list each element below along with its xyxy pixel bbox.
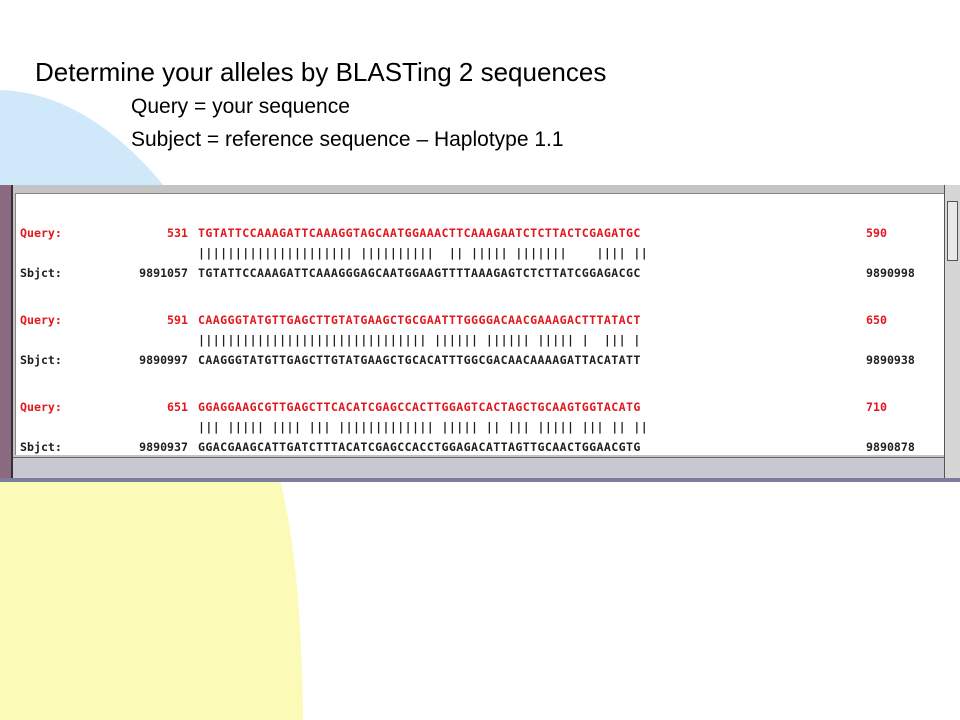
subject-row: Sbjct: 9891057 TGTATTCCAAAGATTCAAAGGGAGC… [16, 264, 945, 282]
subject-start: 9890997 [139, 353, 188, 367]
subject-end: 9890938 [866, 353, 915, 367]
query-end: 710 [866, 400, 887, 414]
match-row: ||| ||||| |||| ||| ||||||||||||| ||||| |… [16, 418, 945, 436]
query-start: 651 [167, 400, 188, 414]
subject-start: 9891057 [139, 266, 188, 280]
query-definition: Query = your sequence [131, 95, 350, 118]
blast-output-window: Query: 531 TGTATTCCAAAGATTCAAAGGTAGCAATG… [0, 185, 960, 482]
subject-row: Sbjct: 9890997 CAAGGGTATGTTGAGCTTGTATGAA… [16, 351, 945, 369]
match-row: ||||||||||||||||||||| |||||||||| || ||||… [16, 244, 945, 262]
match-line: ||||||||||||||||||||||||||||||| |||||| |… [198, 333, 641, 347]
query-sequence: GGAGGAAGCGTTGAGCTTCACATCGAGCCACTTGGAGTCA… [198, 400, 641, 414]
decorative-yellow-arc [0, 480, 303, 720]
window-bottom-bar [13, 457, 944, 478]
subject-end: 9890878 [866, 440, 915, 454]
query-sequence: TGTATTCCAAAGATTCAAAGGTAGCAATGGAAACTTCAAA… [198, 226, 641, 240]
subject-label: Sbjct: [20, 353, 62, 367]
subject-label: Sbjct: [20, 440, 62, 454]
query-start: 531 [167, 226, 188, 240]
query-end: 650 [866, 313, 887, 327]
slide-title: Determine your alleles by BLASTing 2 seq… [35, 57, 607, 87]
query-start: 591 [167, 313, 188, 327]
query-label: Query: [20, 400, 62, 414]
subject-row: Sbjct: 9890937 GGACGAAGCATTGATCTTTACATCG… [16, 438, 945, 456]
subject-sequence: TGTATTCCAAAGATTCAAAGGGAGCAATGGAAGTTTTAAA… [198, 266, 641, 280]
match-line: ||| ||||| |||| ||| ||||||||||||| ||||| |… [198, 420, 649, 434]
subject-sequence: GGACGAAGCATTGATCTTTACATCGAGCCACCTGGAGACA… [198, 440, 641, 454]
subject-definition: Subject = reference sequence – Haplotype… [131, 128, 564, 151]
alignment-panel: Query: 531 TGTATTCCAAAGATTCAAAGGTAGCAATG… [15, 193, 944, 455]
query-row: Query: 651 GGAGGAAGCGTTGAGCTTCACATCGAGCC… [16, 398, 945, 416]
query-label: Query: [20, 313, 62, 327]
subject-sequence: CAAGGGTATGTTGAGCTTGTATGAAGCTGCACATTTGGCG… [198, 353, 641, 367]
query-row: Query: 591 CAAGGGTATGTTGAGCTTGTATGAAGCTG… [16, 311, 945, 329]
query-end: 590 [866, 226, 887, 240]
query-row: Query: 531 TGTATTCCAAAGATTCAAAGGTAGCAATG… [16, 224, 945, 242]
query-label: Query: [20, 226, 62, 240]
query-sequence: CAAGGGTATGTTGAGCTTGTATGAAGCTGCGAATTTGGGG… [198, 313, 641, 327]
scrollbar-thumb[interactable] [947, 201, 958, 261]
match-line: ||||||||||||||||||||| |||||||||| || ||||… [198, 246, 649, 260]
subject-label: Sbjct: [20, 266, 62, 280]
subject-end: 9890998 [866, 266, 915, 280]
decorative-blue-arc [0, 90, 175, 200]
window-left-border [0, 185, 13, 478]
match-row: ||||||||||||||||||||||||||||||| |||||| |… [16, 331, 945, 349]
subject-start: 9890937 [139, 440, 188, 454]
vertical-scrollbar[interactable] [944, 185, 960, 478]
